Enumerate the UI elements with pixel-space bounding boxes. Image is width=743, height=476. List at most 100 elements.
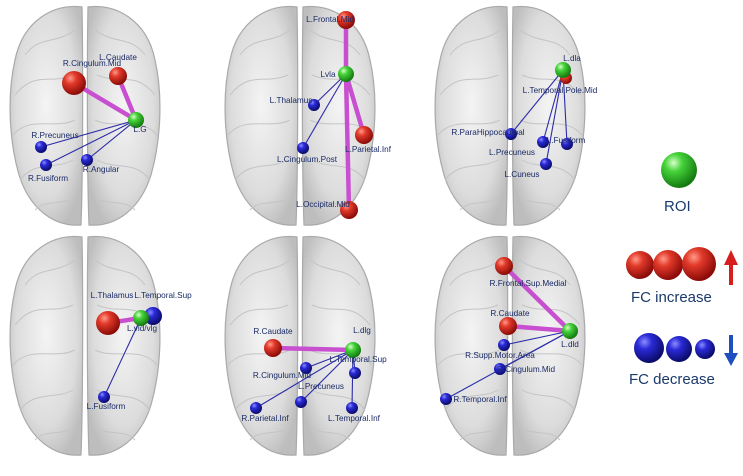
fc-decrease-node [537, 136, 549, 148]
connection-edge [40, 119, 137, 148]
connection-edge [343, 71, 352, 213]
region-label: R.Caudate [490, 309, 530, 318]
fc-increase-node [355, 126, 373, 144]
fc-decrease-node [505, 128, 517, 140]
arrow-up-icon [724, 250, 738, 285]
connection-edge [255, 349, 354, 409]
connection-edge [270, 345, 356, 353]
fc-decrease-node [98, 391, 110, 403]
region-label: R.Supp.Motor.Area [465, 351, 535, 360]
brain-outline [224, 5, 376, 226]
roi-label: L.vld/vlg [127, 324, 157, 333]
region-label: R.Temporal.Inf [453, 395, 507, 404]
brain-outline [434, 5, 586, 226]
region-label: R.Fusiform [28, 174, 68, 183]
region-label: L.Thalamus [270, 96, 313, 105]
connection-edge [302, 73, 347, 149]
fc-decrease-node [498, 339, 510, 351]
region-label: L.Precuneus [489, 148, 535, 157]
region-label: L.Thalamus [91, 291, 134, 300]
region-labels: R.Cingulum.MidL.CaudateR.PrecuneusR.Fusi… [28, 15, 598, 423]
region-label: L.Temporal.Sup [329, 355, 387, 364]
legend [626, 152, 738, 366]
connection-edge [510, 69, 564, 135]
brain-outline [9, 5, 161, 226]
region-label: L.Cuneus [504, 170, 539, 179]
region-label: L.Precuneus [298, 382, 344, 391]
roi-node [562, 323, 578, 339]
brain-outline [9, 235, 161, 456]
fc-increase-node [109, 67, 127, 85]
connection-edge [300, 349, 354, 403]
region-label: R.Cingulum.Mid [63, 59, 122, 68]
connection-edge [103, 317, 142, 398]
region-label: L.Fusiform [547, 136, 586, 145]
roi-label: Lvla [320, 70, 335, 79]
region-label: R.Parietal.Inf [241, 414, 289, 423]
region-label: L.Parietal.Inf [345, 145, 392, 154]
legend-decrease-sphere-medium [666, 336, 692, 362]
connection-edge [445, 330, 571, 400]
fc-increase-node [499, 317, 517, 335]
region-label: R.ParaHippocampal [451, 128, 524, 137]
legend-increase-label: FC increase [631, 289, 712, 306]
fc-decrease-node [346, 402, 358, 414]
region-label: L.Temporal.Pole.Mid [523, 86, 598, 95]
fc-decrease-node [561, 138, 573, 150]
fc-decrease-node [349, 367, 361, 379]
fc-decrease-node [540, 158, 552, 170]
region-label: R.Angular [83, 165, 120, 174]
connection-edge [45, 119, 137, 166]
fc-decrease-node [81, 154, 93, 166]
connection-edge [343, 71, 367, 138]
connection-edge [86, 119, 137, 161]
fc-increase-node [340, 201, 358, 219]
roi-node [128, 112, 144, 128]
legend-roi-sphere [661, 152, 697, 188]
connection-edge [351, 349, 354, 409]
region-label: L.Temporal.Inf [328, 414, 381, 423]
region-label: L.Caudate [99, 53, 137, 62]
region-label: R.Frontal.Sup.Medial [490, 279, 567, 288]
roi-node [345, 342, 361, 358]
roi-label: L.dlg [353, 326, 371, 335]
fc-increase-node [96, 311, 120, 335]
legend-increase-sphere-large [682, 247, 716, 281]
region-label: L.Fusiform [87, 402, 126, 411]
connection-edge [545, 69, 564, 165]
legend-roi-label: ROI [664, 198, 691, 215]
legend-increase-sphere-small [626, 251, 654, 279]
fc-increase-node [337, 11, 355, 29]
roi-label: L.dld [561, 340, 579, 349]
fc-decrease-node [440, 393, 452, 405]
legend-decrease-label: FC decrease [629, 371, 715, 388]
legend-decrease-sphere-small [695, 339, 715, 359]
roi-node [133, 310, 149, 326]
connection-edge [503, 330, 571, 346]
roi-node [555, 62, 571, 78]
region-label: R.Cingulum.Mid [497, 365, 556, 374]
fc-decrease-node [297, 142, 309, 154]
fc-decrease-node [35, 141, 47, 153]
fc-increase-node [495, 257, 513, 275]
connection-lines [40, 17, 573, 409]
connection-edge [305, 349, 354, 369]
region-label: L.Temporal.Sup [134, 291, 192, 300]
region-label: L.Frontal.Mid [306, 15, 354, 24]
region-nodes [35, 11, 578, 414]
connection-edge [71, 80, 139, 123]
region-label: L.Occipital.Mid [296, 200, 350, 209]
fc-decrease-node [494, 363, 506, 375]
fc-decrease-node [295, 396, 307, 408]
roi-label: L.G [133, 125, 146, 134]
region-label: L.Cingulum.Post [277, 155, 338, 164]
region-label: R.Cingulum.Mid [253, 371, 312, 380]
fc-decrease-node [300, 362, 312, 374]
legend-increase-sphere-medium [653, 250, 683, 280]
region-label: R.Precuneus [31, 131, 78, 140]
brain-outlines [9, 5, 586, 456]
region-label: R.Caudate [253, 327, 293, 336]
fc-decrease-node [308, 99, 320, 111]
legend-decrease-sphere-large [634, 333, 664, 363]
